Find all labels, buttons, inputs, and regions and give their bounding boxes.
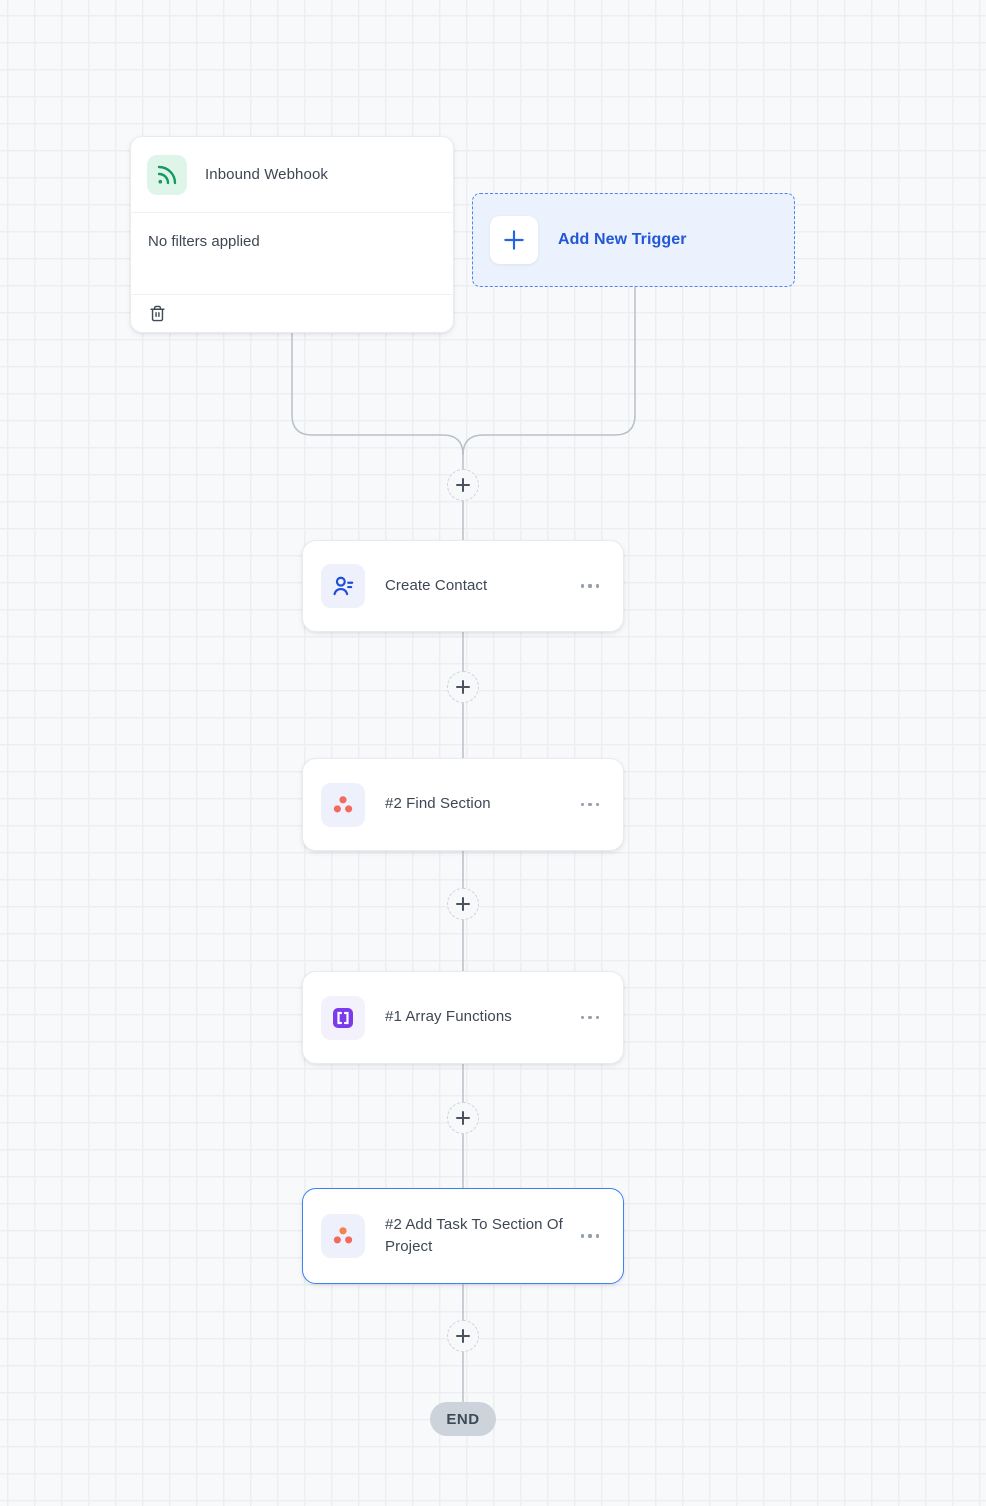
trigger-card-inbound-webhook[interactable]: Inbound Webhook No filters applied [130, 136, 454, 333]
plus-icon [456, 478, 470, 492]
step-card-find-section[interactable]: #2 Find Section [302, 758, 624, 851]
asana-icon [321, 782, 365, 827]
add-step-node-1[interactable] [447, 469, 479, 501]
plus-icon [456, 897, 470, 911]
step-menu-button[interactable] [579, 1228, 602, 1244]
step-title: Create Contact [385, 576, 488, 594]
add-new-trigger-label: Add New Trigger [558, 231, 687, 248]
step-card-create-contact[interactable]: Create Contact [302, 540, 624, 632]
filters-text: No filters applied [148, 233, 260, 250]
trigger-card-header: Inbound Webhook [131, 137, 453, 213]
workflow-end-badge: END [430, 1402, 496, 1436]
trigger-card-footer [131, 295, 453, 332]
step-menu-button[interactable] [579, 797, 602, 813]
step-card-array-functions[interactable]: #1 Array Functions [302, 971, 624, 1064]
step-card-add-task-to-section[interactable]: #2 Add Task To Section Of Project [302, 1188, 624, 1284]
add-step-node-3[interactable] [447, 888, 479, 920]
step-title: #2 Find Section [385, 795, 491, 813]
array-brackets-icon [321, 995, 365, 1040]
plus-icon [490, 216, 538, 264]
step-menu-button[interactable] [579, 578, 602, 594]
add-new-trigger-button[interactable]: Add New Trigger [472, 193, 795, 287]
end-label: END [446, 1410, 480, 1428]
add-step-node-2[interactable] [447, 671, 479, 703]
contact-icon [321, 564, 365, 608]
add-step-node-5[interactable] [447, 1320, 479, 1352]
step-menu-button[interactable] [579, 1010, 602, 1026]
trash-icon [150, 305, 165, 322]
plus-icon [456, 680, 470, 694]
step-title: #2 Add Task To Section Of Project [385, 1215, 563, 1256]
step-title: #1 Array Functions [385, 1008, 512, 1026]
plus-icon [456, 1111, 470, 1125]
asana-icon [321, 1214, 365, 1258]
webhook-rss-icon [147, 154, 187, 195]
add-step-node-4[interactable] [447, 1102, 479, 1134]
delete-trigger-button[interactable] [149, 305, 166, 322]
trigger-card-filters: No filters applied [131, 213, 453, 295]
trigger-card-title: Inbound Webhook [205, 166, 328, 183]
plus-icon [456, 1329, 470, 1343]
